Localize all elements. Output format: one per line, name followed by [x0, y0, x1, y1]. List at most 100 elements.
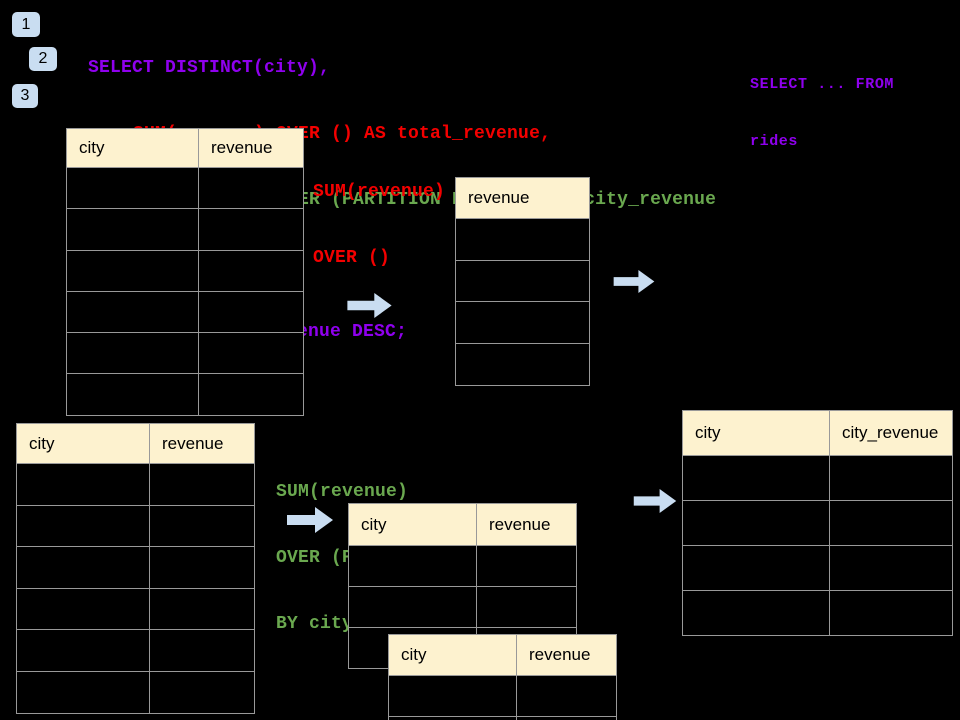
table-row [388, 675, 617, 717]
table-row [682, 545, 953, 591]
table-row [455, 218, 590, 261]
table-row [388, 716, 617, 720]
empty-cell [198, 290, 304, 334]
empty-cell [149, 463, 255, 506]
column-header-revenue: revenue [455, 177, 590, 219]
empty-cell [66, 373, 199, 416]
empty-cell [455, 259, 590, 303]
annotation-total-line-1: SUM(revenue) [313, 182, 446, 202]
flow-arrow-4-icon [633, 489, 677, 513]
table-row [348, 586, 577, 628]
column-header-city-revenue: city_revenue [829, 410, 953, 456]
table-row [16, 629, 255, 672]
table-row [16, 587, 255, 631]
table-header-row: city revenue [348, 503, 577, 546]
flow-arrow-1-icon [347, 293, 392, 318]
empty-cell [16, 504, 150, 548]
annotation-partition-line-1: SUM(revenue) [276, 482, 409, 502]
step-badge-3: 3 [12, 84, 38, 108]
column-header-city: city [388, 634, 517, 676]
empty-cell [66, 332, 199, 375]
empty-cell [348, 545, 477, 587]
empty-cell [16, 587, 150, 631]
column-header-city: city [682, 410, 830, 456]
table-source-top: city revenue [66, 128, 304, 416]
empty-cell [16, 546, 150, 589]
empty-cell [682, 455, 830, 501]
table-row [16, 670, 255, 714]
table-row [66, 249, 304, 292]
table-row [16, 546, 255, 589]
step-badge-1: 1 [12, 12, 40, 37]
table-city-result: city city_revenue [682, 410, 953, 636]
empty-cell [66, 166, 199, 210]
empty-cell [829, 455, 953, 501]
table-row [455, 259, 590, 303]
empty-cell [149, 546, 255, 589]
table-row [682, 500, 953, 546]
empty-cell [198, 208, 304, 251]
table-row [66, 290, 304, 334]
table-row [66, 166, 304, 210]
annotation-total-line-2: OVER () [313, 248, 391, 268]
table-row [66, 373, 304, 416]
empty-cell [516, 675, 617, 717]
table-row [16, 463, 255, 506]
empty-cell [455, 343, 590, 386]
empty-cell [16, 629, 150, 672]
empty-cell [682, 545, 830, 591]
table-header-row: city city_revenue [682, 410, 953, 456]
table-total-result: revenue [455, 177, 590, 386]
flow-arrow-3-icon [287, 507, 333, 533]
empty-cell [388, 716, 517, 720]
empty-cell [149, 670, 255, 714]
empty-cell [149, 629, 255, 672]
table-row [66, 208, 304, 251]
empty-cell [829, 545, 953, 591]
empty-cell [66, 249, 199, 292]
side-note: SELECT ... FROM rides [750, 37, 894, 189]
table-row [455, 343, 590, 386]
table-row [66, 332, 304, 375]
table-header-row: city revenue [388, 634, 617, 676]
empty-cell [682, 500, 830, 546]
table-partition-back: city revenue [388, 634, 617, 720]
sql-line-select: SELECT DISTINCT(city), [88, 58, 331, 78]
empty-cell [16, 463, 150, 506]
empty-cell [16, 670, 150, 714]
empty-cell [829, 500, 953, 546]
table-row [455, 301, 590, 345]
table-header-row: city revenue [66, 128, 304, 168]
annotation-total-revenue: SUM(revenue) OVER () [313, 137, 445, 313]
side-note-line-2: rides [750, 133, 799, 150]
empty-cell [198, 373, 304, 416]
empty-cell [149, 587, 255, 631]
table-row [682, 590, 953, 636]
table-header-row: city revenue [16, 423, 255, 464]
table-row [682, 455, 953, 501]
table-row [16, 504, 255, 548]
flow-arrow-2-icon [613, 270, 655, 293]
empty-cell [348, 586, 477, 628]
empty-cell [476, 545, 577, 587]
empty-cell [455, 218, 590, 261]
empty-cell [198, 332, 304, 375]
column-header-city: city [348, 503, 477, 546]
table-header-row: revenue [455, 177, 590, 219]
column-header-revenue: revenue [476, 503, 577, 546]
empty-cell [455, 301, 590, 345]
empty-cell [149, 504, 255, 548]
column-header-revenue: revenue [198, 128, 304, 168]
empty-cell [682, 590, 830, 636]
step-badge-2: 2 [29, 47, 57, 71]
empty-cell [198, 166, 304, 210]
column-header-city: city [16, 423, 150, 464]
empty-cell [829, 590, 953, 636]
empty-cell [388, 675, 517, 717]
empty-cell [476, 586, 577, 628]
empty-cell [516, 716, 617, 720]
table-row [348, 545, 577, 587]
empty-cell [66, 290, 199, 334]
table-source-bottom: city revenue [16, 423, 255, 714]
